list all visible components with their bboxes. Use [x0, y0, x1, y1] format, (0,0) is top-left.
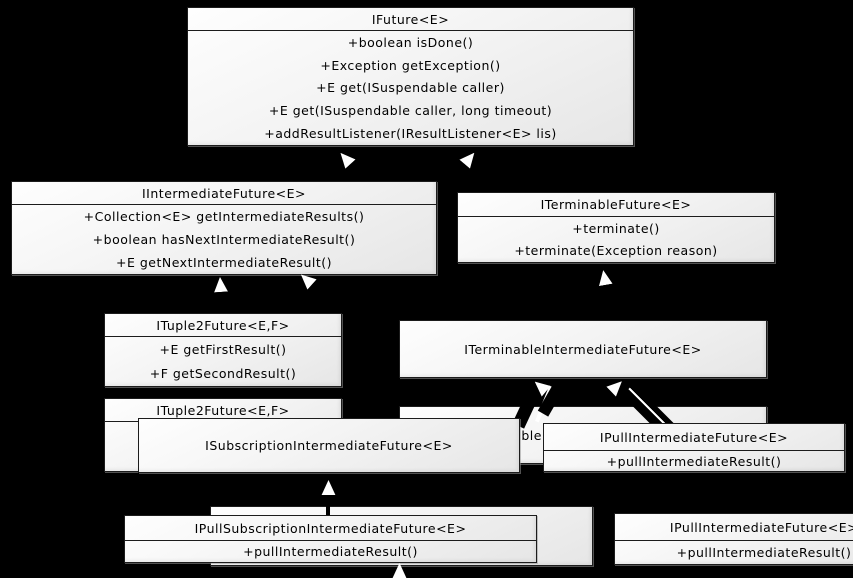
class-method: +pullIntermediateResult(): [243, 544, 418, 559]
class-title: IPullIntermediateFuture<E>: [615, 514, 853, 541]
class-title: ISubscriptionIntermediateFuture<E>: [205, 438, 453, 453]
class-box-ituple2future: ITuple2Future<E,F> +E getFirstResult() +…: [104, 313, 342, 387]
class-method: +boolean isDone(): [347, 34, 474, 50]
class-box-ipullintermediatefuture-bottom: IPullIntermediateFuture<E> +pullIntermed…: [614, 513, 853, 565]
class-method: +E get(ISuspendable caller): [316, 80, 505, 96]
class-method: +E get(ISuspendable caller, long timeout…: [268, 103, 553, 119]
class-box-ipullintermediatefuture: IPullIntermediateFuture<E> +pullIntermed…: [543, 423, 845, 472]
class-method: +Exception getException(): [320, 57, 501, 73]
class-method: +E getNextIntermediateResult(): [115, 255, 332, 270]
class-title: IIntermediateFuture<E>: [12, 182, 436, 205]
class-method: +terminate(Exception reason): [514, 243, 718, 259]
class-method: +Collection<E> getIntermediateResults(): [83, 209, 365, 224]
inheritance-arrow-icon: [459, 148, 480, 169]
class-box-iintermediatefuture: IIntermediateFuture<E> +Collection<E> ge…: [11, 181, 437, 275]
inheritance-arrow-icon: [596, 269, 613, 286]
class-method: +boolean hasNextIntermediateResult(): [92, 232, 356, 247]
class-box-iterminablefuture: ITerminableFuture<E> +terminate() +termi…: [457, 192, 775, 263]
inheritance-arrow-icon: [321, 480, 336, 495]
class-box-ifuture: IFuture<E> +boolean isDone() +Exception …: [187, 7, 634, 146]
class-method: +pullIntermediateResult(): [606, 453, 782, 469]
inheritance-arrow-icon: [212, 276, 228, 292]
class-title: IFuture<E>: [188, 8, 633, 31]
class-title: ITuple2Future<E,F>: [105, 314, 341, 337]
class-title: ITerminableFuture<E>: [458, 193, 774, 217]
class-title: IPullSubscriptionIntermediateFuture<E>: [125, 516, 536, 541]
class-method: +pullIntermediateResult(): [676, 545, 852, 560]
class-method: +addResultListener(IResultListener<E> li…: [264, 126, 557, 142]
class-method: +F getSecondResult(): [149, 366, 297, 382]
class-box-isubscriptionintermediatefuture: ISubscriptionIntermediateFuture<E>: [138, 418, 520, 473]
class-title: IPullIntermediateFuture<E>: [544, 424, 844, 451]
inheritance-arrow-icon: [335, 148, 356, 169]
class-method: +terminate(): [572, 220, 660, 236]
connector-line: [326, 492, 330, 515]
class-box-ipullsubscriptionintermediatefuture: IPullSubscriptionIntermediateFuture<E> +…: [124, 515, 537, 563]
class-method: +E getFirstResult(): [159, 341, 287, 357]
class-title: ITerminableIntermediateFuture<E>: [464, 341, 702, 357]
class-box-iterminableintermediatefuture: ITerminableIntermediateFuture<E>: [399, 320, 767, 378]
